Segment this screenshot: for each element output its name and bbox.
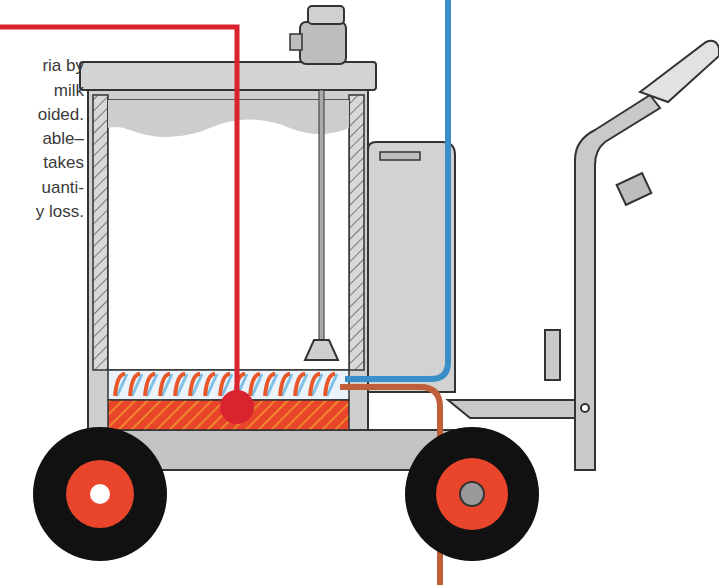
coil-turn — [130, 374, 140, 396]
coil-turn — [160, 374, 170, 396]
coil-turn — [115, 374, 125, 396]
text-fragment: ria by — [42, 56, 84, 76]
text-fragment: takes — [43, 153, 84, 173]
text-fragment: oided. — [38, 105, 84, 125]
coil-turn — [310, 374, 320, 396]
cold-water-pipe — [345, 0, 448, 379]
text-fragment: milk — [54, 81, 84, 101]
coil-turn — [145, 374, 155, 396]
coil-turn — [250, 374, 260, 396]
text-fragment: able– — [42, 129, 84, 149]
text-fragment: uanti- — [41, 178, 84, 198]
control-box — [368, 142, 455, 392]
coil-turn — [265, 374, 275, 396]
heating-coil — [115, 374, 337, 396]
coil-turn — [190, 374, 200, 396]
lid — [80, 62, 376, 90]
coil-turn — [175, 374, 185, 396]
tank — [88, 88, 368, 430]
coil-turn — [325, 374, 335, 396]
coil-turn — [295, 374, 305, 396]
stirrer — [290, 6, 346, 360]
sensor-wire — [0, 27, 237, 405]
coil-turn — [280, 374, 290, 396]
coil-turn — [205, 374, 215, 396]
text-fragment: y loss. — [36, 202, 84, 222]
handle — [448, 41, 719, 470]
sensor-dot — [220, 390, 254, 424]
wheel — [33, 427, 167, 561]
wheel — [405, 427, 539, 561]
